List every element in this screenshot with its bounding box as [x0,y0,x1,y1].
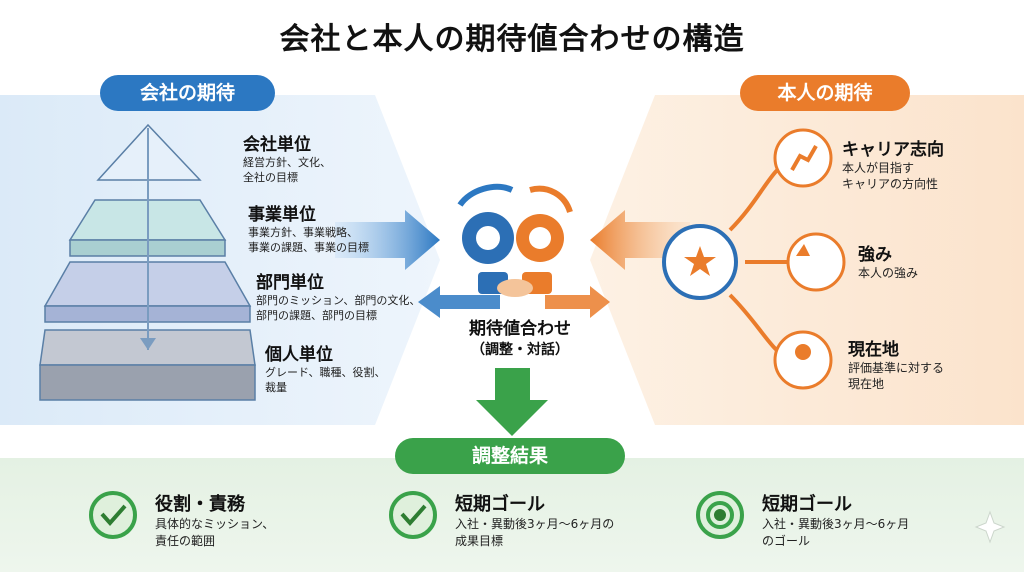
result-icons [89,491,744,539]
self-item-strength: 強み 本人の強み [858,240,918,281]
level-desc: 裁量 [265,381,287,394]
level-title: 部門単位 [256,273,324,293]
gears-graphic [457,183,573,297]
self-item-current: 現在地 評価基準に対する 現在地 [848,335,944,392]
result-item-title: 短期ゴール [455,494,545,515]
result-item-desc: 具体的なミッション、 [155,517,275,531]
result-item-desc: 成果目標 [455,534,504,548]
level-desc: 事業方針、事業戦略、 [248,226,358,239]
result-item-title: 短期ゴール [762,494,852,515]
self-item-title: 強み [858,245,892,265]
result-item-desc: 入社・異動後3ヶ月〜6ヶ月の [455,517,615,531]
center-title: 期待値合わせ [469,319,571,339]
self-item-career: キャリア志向 本人が目指す キャリアの方向性 [842,135,944,192]
result-item-desc: 入社・異動後3ヶ月〜6ヶ月 [762,517,910,531]
arrow-company-to-center [335,210,440,270]
self-item-desc: キャリアの方向性 [842,177,939,191]
level-desc: 事業の課題、事業の目標 [248,241,369,254]
page-title: 会社と本人の期待値合わせの構造 [279,22,745,57]
level-individual: 個人単位 グレード、職種、役割、 裁量 [265,340,386,395]
company-expectation-label: 会社の期待 [100,75,275,111]
result-panel [0,458,1024,572]
level-desc: 部門の課題、部門の目標 [256,309,377,322]
level-title: 会社単位 [243,135,311,155]
self-item-desc: 本人が目指す [842,161,915,175]
self-item-desc: 評価基準に対する [848,361,945,375]
level-desc: グレード、職種、役割、 [265,366,386,379]
level-business: 事業単位 事業方針、事業戦略、 事業の課題、事業の目標 [248,200,369,255]
result-item-short-goal-2: 短期ゴール 入社・異動後3ヶ月〜6ヶ月 のゴール [762,490,909,550]
center-label: 期待値合わせ （調整・対話） [430,314,610,359]
arrow-center-to-self [545,286,610,318]
result-item-role: 役割・責務 具体的なミッション、 責任の範囲 [155,490,274,550]
result-item-title: 役割・責務 [155,494,245,515]
arrow-down-to-result [476,368,548,436]
sparkle-icon [974,510,1006,544]
result-item-desc: 責任の範囲 [155,534,216,548]
result-item-short-goal: 短期ゴール 入社・異動後3ヶ月〜6ヶ月の 成果目標 [455,490,614,550]
center-subtitle: （調整・対話） [471,342,569,358]
level-desc: 全社の目標 [243,171,298,184]
self-item-title: キャリア志向 [842,140,944,160]
level-company: 会社単位 経営方針、文化、 全社の目標 [243,130,331,185]
level-title: 事業単位 [248,205,316,225]
self-item-title: 現在地 [848,340,899,360]
self-item-desc: 現在地 [848,377,885,391]
result-item-desc: のゴール [762,534,811,548]
level-desc: 経営方針、文化、 [243,156,331,169]
arrow-center-to-company [418,286,500,318]
level-desc: 部門のミッション、部門の文化、 [256,294,421,307]
result-label: 調整結果 [395,438,625,474]
level-title: 個人単位 [265,345,333,365]
level-department: 部門単位 部門のミッション、部門の文化、 部門の課題、部門の目標 [256,268,420,323]
self-expectation-label: 本人の期待 [740,75,910,111]
self-item-desc: 本人の強み [858,266,919,280]
